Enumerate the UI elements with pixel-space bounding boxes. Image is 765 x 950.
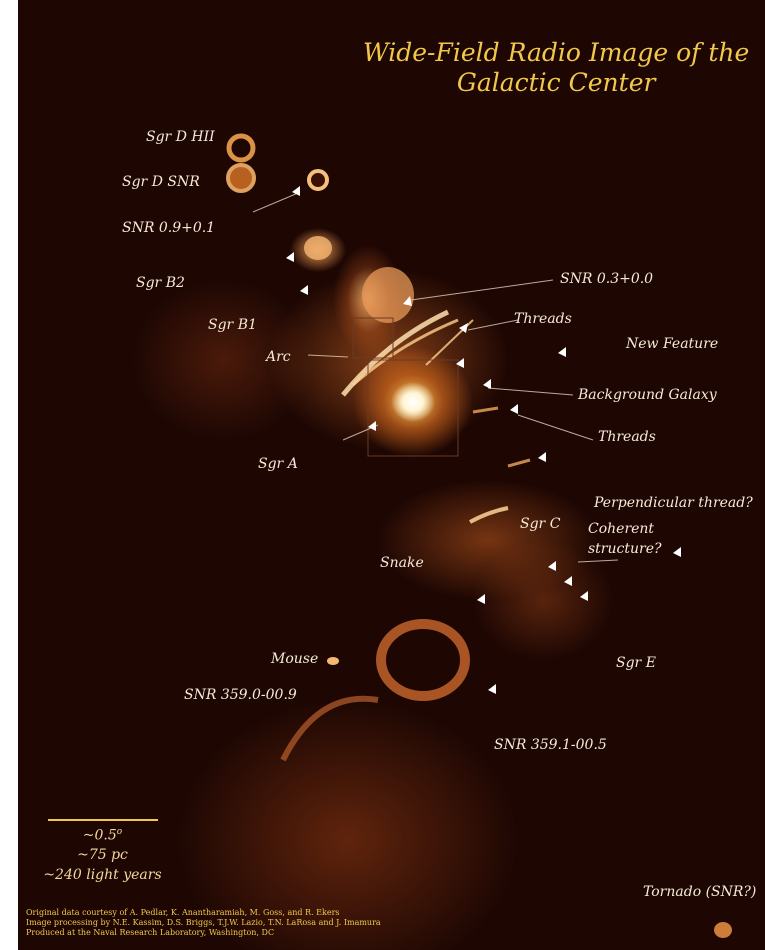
sgr-b1-region-box bbox=[352, 317, 394, 359]
pointer-lines bbox=[252, 192, 619, 563]
arrowhead bbox=[477, 594, 485, 604]
snr-09-blob bbox=[307, 169, 329, 191]
arrowhead bbox=[456, 358, 464, 368]
arrowhead bbox=[286, 252, 294, 262]
arrowhead bbox=[292, 186, 300, 196]
label-sgr-d-snr: Sgr D SNR bbox=[122, 174, 200, 190]
label-perpendicular-thread: Perpendicular thread? bbox=[594, 495, 753, 511]
mouse-blob bbox=[327, 657, 339, 665]
scale-angle: ~0.5o bbox=[82, 827, 123, 844]
label-coherent-structure-1: Coherent bbox=[588, 521, 655, 537]
title-line-2: Galactic Center bbox=[456, 68, 656, 97]
arrowhead bbox=[564, 576, 572, 586]
label-sgr-b1: Sgr B1 bbox=[208, 317, 257, 333]
snr-03-blob bbox=[362, 267, 414, 323]
tornado-blob bbox=[714, 922, 732, 938]
arc-filament bbox=[352, 318, 459, 387]
thread-filament bbox=[472, 406, 499, 414]
arrowhead bbox=[459, 323, 468, 333]
arrowhead bbox=[558, 347, 566, 357]
sgr-c-filament bbox=[469, 506, 509, 524]
label-arc: Arc bbox=[266, 349, 291, 365]
label-sgr-c: Sgr C bbox=[520, 516, 561, 532]
arrowhead bbox=[673, 547, 681, 557]
snr-359-1-ring bbox=[376, 619, 470, 701]
credits-line-2: Image processing by N.E. Kassim, D.S. Br… bbox=[26, 918, 381, 927]
scale-light-years: ~240 light years bbox=[43, 866, 162, 883]
title-line-1: Wide-Field Radio Image of the bbox=[363, 38, 750, 67]
radio-emission-features bbox=[48, 133, 732, 938]
sgr-b2-blob bbox=[304, 236, 332, 260]
arrowhead bbox=[483, 379, 491, 389]
credits-line-1: Original data courtesy of A. Pedlar, K. … bbox=[26, 908, 340, 917]
label-mouse: Mouse bbox=[271, 651, 319, 667]
label-threads-2: Threads bbox=[598, 429, 656, 445]
arrowhead bbox=[403, 296, 412, 306]
thread-filament bbox=[507, 458, 531, 468]
label-sgr-e: Sgr E bbox=[616, 655, 656, 671]
image-credits: Original data courtesy of A. Pedlar, K. … bbox=[26, 908, 381, 938]
label-threads-1: Threads bbox=[514, 311, 572, 327]
label-sgr-d-hii: Sgr D HII bbox=[146, 129, 215, 145]
scale-legend: ~0.5o ~75 pc ~240 light years bbox=[30, 826, 175, 885]
arrowhead bbox=[510, 404, 518, 414]
label-tornado: Tornado (SNR?) bbox=[643, 884, 757, 900]
label-sgr-b2: Sgr B2 bbox=[136, 275, 185, 291]
scale-parsecs: ~75 pc bbox=[77, 847, 128, 864]
sgr-d-snr-blob bbox=[226, 163, 256, 193]
radio-image: Wide-Field Radio Image of the Galactic C… bbox=[18, 0, 765, 950]
arrowhead bbox=[300, 285, 308, 295]
label-snr-0-3: SNR 0.3+0.0 bbox=[560, 271, 654, 287]
credits-line-3: Produced at the Naval Research Laborator… bbox=[26, 928, 275, 937]
label-background-galaxy: Background Galaxy bbox=[578, 387, 717, 403]
label-new-feature: New Feature bbox=[626, 336, 719, 352]
label-snr-0-9: SNR 0.9+0.1 bbox=[122, 220, 216, 236]
pointer-arrowheads bbox=[286, 186, 681, 694]
image-title: Wide-Field Radio Image of the Galactic C… bbox=[363, 38, 749, 98]
arrowhead bbox=[580, 591, 588, 601]
sgr-d-hii-blob bbox=[226, 133, 256, 163]
arrowhead bbox=[488, 684, 496, 694]
label-coherent-structure-2: structure? bbox=[588, 541, 662, 557]
label-snake: Snake bbox=[380, 555, 424, 571]
arrowhead bbox=[548, 561, 556, 571]
arrowhead bbox=[538, 452, 546, 462]
sgr-a-region-box bbox=[367, 359, 459, 457]
snr-359-0-shell bbox=[280, 695, 379, 762]
arrowhead bbox=[368, 421, 376, 431]
label-sgr-a: Sgr A bbox=[258, 456, 298, 472]
label-snr-359-1: SNR 359.1-00.5 bbox=[494, 737, 607, 753]
label-snr-359-0: SNR 359.0-00.9 bbox=[184, 687, 297, 703]
